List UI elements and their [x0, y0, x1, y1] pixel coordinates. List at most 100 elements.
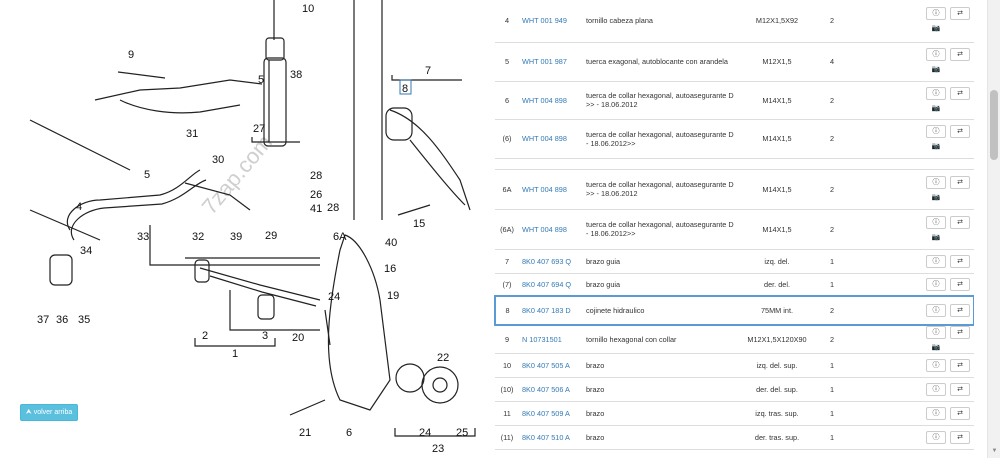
callout-9[interactable]: 9: [128, 49, 134, 61]
info-icon[interactable]: ⓘ: [926, 304, 946, 317]
swap-arrows-icon[interactable]: ⇄: [950, 86, 970, 100]
info-icon[interactable]: ⓘ: [926, 359, 946, 372]
action-column-info: ⓘ: [926, 359, 946, 372]
info-icon[interactable]: ⓘ: [926, 86, 946, 100]
swap-arrows-icon[interactable]: ⇄: [950, 175, 970, 189]
callout-1[interactable]: 1: [232, 348, 238, 360]
swap-arrows-icon[interactable]: ⇄: [950, 277, 970, 291]
swap-arrows-icon[interactable]: ⇄: [950, 7, 970, 21]
callout-3[interactable]: 3: [262, 330, 268, 342]
callout-21[interactable]: 21: [299, 427, 311, 439]
part-number-link[interactable]: N 10731501: [519, 325, 583, 354]
callout-33[interactable]: 33: [137, 231, 149, 243]
part-number-link[interactable]: WHT 001 987: [519, 42, 583, 82]
callout-28b[interactable]: 28: [327, 202, 339, 214]
callout-39[interactable]: 39: [230, 231, 242, 243]
part-number-link[interactable]: 8K0 407 506 A: [519, 377, 583, 402]
callout-7[interactable]: 7: [425, 65, 431, 77]
info-icon[interactable]: ⓘ: [926, 326, 946, 339]
part-number-link[interactable]: WHT 001 949: [519, 0, 583, 43]
callout-2[interactable]: 2: [202, 330, 208, 342]
back-to-top-button[interactable]: ⮝ volver arriba: [20, 404, 78, 421]
part-number-link[interactable]: 8K0 407 509 A: [519, 401, 583, 426]
part-number-link[interactable]: 8K0 407 510 A: [519, 425, 583, 450]
swap-arrows-icon[interactable]: ⇄: [950, 48, 970, 61]
table-spacer-row: [495, 158, 974, 170]
info-icon[interactable]: ⓘ: [926, 254, 946, 268]
scroll-down-arrow-icon[interactable]: ▼: [991, 448, 998, 454]
swap-arrows-icon[interactable]: ⇄: [950, 254, 970, 268]
callout-4[interactable]: 4: [76, 201, 82, 213]
action-buttons: ⓘ 📷 ⇄: [920, 48, 974, 75]
callout-15[interactable]: 15: [413, 218, 425, 230]
callout-27[interactable]: 27: [253, 123, 265, 135]
callout-10[interactable]: 10: [302, 3, 314, 15]
callout-23[interactable]: 23: [432, 443, 444, 455]
info-icon[interactable]: ⓘ: [926, 7, 946, 21]
info-icon[interactable]: ⓘ: [926, 383, 946, 396]
callout-30[interactable]: 30: [212, 154, 224, 166]
info-icon[interactable]: ⓘ: [926, 125, 946, 138]
callout-6A[interactable]: 6A: [333, 231, 347, 243]
info-icon[interactable]: ⓘ: [926, 407, 946, 420]
camera-icon[interactable]: 📷: [931, 143, 941, 150]
callout-5[interactable]: 5: [258, 74, 264, 86]
callout-40[interactable]: 40: [385, 237, 397, 249]
camera-icon[interactable]: 📷: [931, 66, 941, 73]
action-column-swap: ⇄: [950, 254, 970, 268]
callout-19[interactable]: 19: [387, 290, 399, 302]
callout-28[interactable]: 28: [310, 170, 322, 182]
cell-actions: ⓘ 📷 ⇄: [920, 169, 974, 210]
scrollbar-thumb[interactable]: [990, 90, 998, 160]
swap-arrows-icon[interactable]: ⇄: [950, 383, 970, 396]
swap-arrows-icon[interactable]: ⇄: [950, 359, 970, 372]
callout-32[interactable]: 32: [192, 231, 204, 243]
swap-arrows-icon[interactable]: ⇄: [950, 215, 970, 229]
callout-26[interactable]: 26: [310, 189, 322, 201]
action-column-info: ⓘ: [926, 383, 946, 396]
callout-20[interactable]: 20: [292, 332, 304, 344]
callout-16[interactable]: 16: [384, 263, 396, 275]
callout-36[interactable]: 36: [56, 314, 68, 326]
camera-icon[interactable]: 📷: [931, 104, 941, 112]
part-number-link[interactable]: WHT 004 898: [519, 119, 583, 159]
camera-icon[interactable]: 📷: [931, 344, 941, 351]
info-icon[interactable]: ⓘ: [926, 175, 946, 189]
part-number-link[interactable]: 8K0 407 183 D: [519, 295, 583, 326]
swap-arrows-icon[interactable]: ⇄: [950, 125, 970, 138]
info-icon[interactable]: ⓘ: [926, 277, 946, 291]
swap-arrows-icon[interactable]: ⇄: [950, 326, 970, 339]
part-number-link[interactable]: WHT 004 898: [519, 209, 583, 250]
camera-icon[interactable]: 📷: [931, 193, 941, 201]
callout-35[interactable]: 35: [78, 314, 90, 326]
callout-31[interactable]: 31: [186, 128, 198, 140]
swap-arrows-icon[interactable]: ⇄: [950, 304, 970, 317]
callout-38[interactable]: 38: [290, 69, 302, 81]
part-number-link[interactable]: WHT 004 898: [519, 169, 583, 210]
swap-arrows-icon[interactable]: ⇄: [950, 431, 970, 444]
callout-24[interactable]: 24: [328, 291, 340, 303]
swap-arrows-icon[interactable]: ⇄: [950, 407, 970, 420]
callout-5b[interactable]: 5: [144, 169, 150, 181]
callout-22[interactable]: 22: [437, 352, 449, 364]
callout-25[interactable]: 25: [456, 427, 468, 439]
callout-24b[interactable]: 24: [419, 427, 431, 439]
callout-6[interactable]: 6: [346, 427, 352, 439]
part-number-link[interactable]: 8K0 407 693 Q: [519, 249, 583, 274]
callout-8[interactable]: 8: [402, 83, 408, 95]
callout-34[interactable]: 34: [80, 245, 92, 257]
camera-icon[interactable]: 📷: [931, 233, 941, 241]
page-scrollbar[interactable]: ▼: [987, 0, 1000, 458]
part-number-link[interactable]: 8K0 407 694 Q: [519, 273, 583, 297]
camera-icon[interactable]: 📷: [931, 25, 941, 33]
callout-29[interactable]: 29: [265, 230, 277, 242]
part-number-link[interactable]: WHT 004 898: [519, 81, 583, 120]
info-icon[interactable]: ⓘ: [926, 48, 946, 61]
callout-41[interactable]: 41: [310, 203, 322, 215]
callout-37[interactable]: 37: [37, 314, 49, 326]
info-icon[interactable]: ⓘ: [926, 215, 946, 229]
info-icon[interactable]: ⓘ: [926, 431, 946, 444]
part-number-link[interactable]: 8K0 407 505 A: [519, 353, 583, 378]
